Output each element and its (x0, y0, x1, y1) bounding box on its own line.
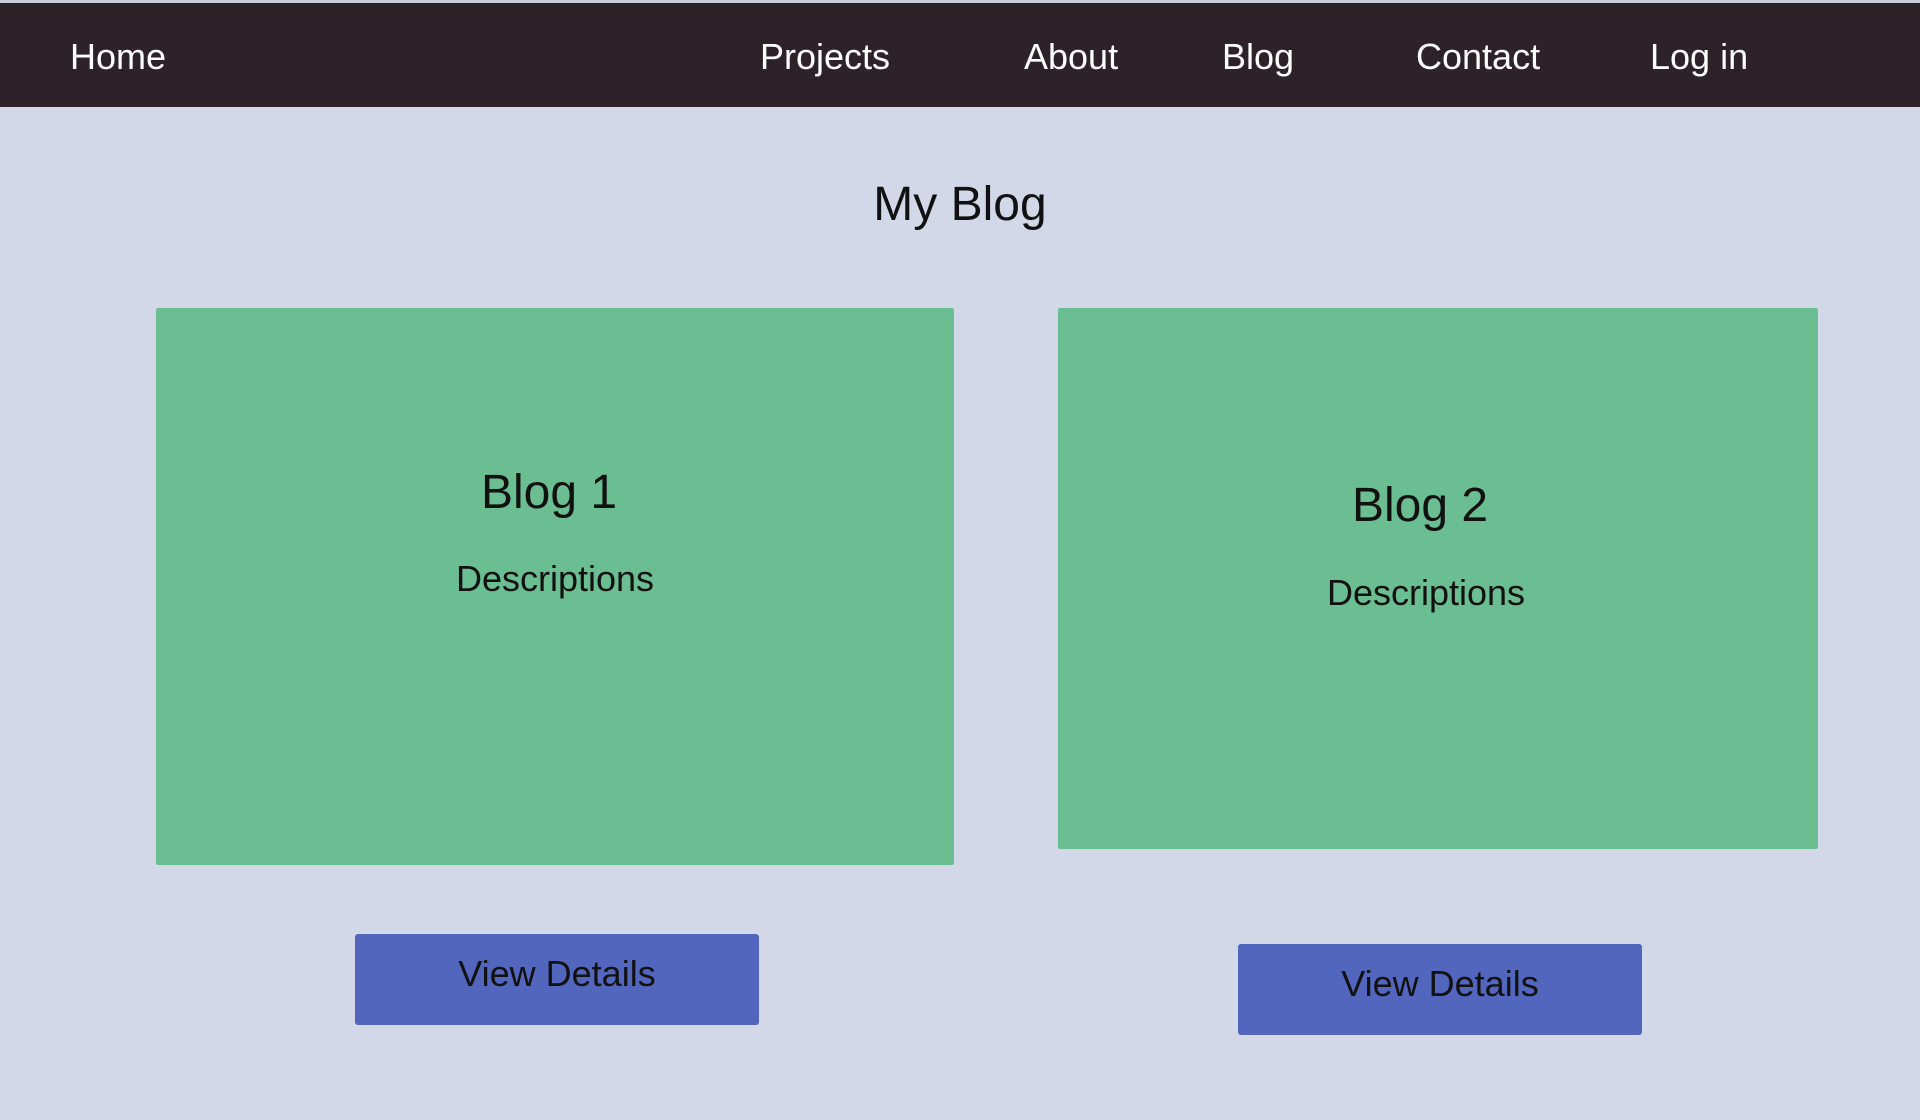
blog-card-title: Blog 1 (480, 466, 618, 519)
view-details-button-blog-1[interactable]: View Details (355, 934, 759, 1025)
nav-about-link[interactable]: About (1024, 36, 1119, 77)
nav-login-link[interactable]: Log in (1650, 36, 1749, 77)
nav-contact-link[interactable]: Contact (1416, 36, 1541, 77)
blog-card-2: Blog 2 Descriptions (1058, 308, 1818, 849)
blog-card-title: Blog 2 (1351, 479, 1489, 532)
nav-projects-link[interactable]: Projects (760, 36, 891, 77)
page-title: My Blog (873, 178, 1047, 231)
nav-home-link[interactable]: Home (70, 36, 167, 77)
nav-blog-link[interactable]: Blog (1222, 36, 1295, 77)
blog-card-description: Descriptions (455, 558, 655, 599)
view-details-button-blog-2[interactable]: View Details (1238, 944, 1642, 1035)
blog-card-1: Blog 1 Descriptions (156, 308, 954, 865)
blog-card-description: Descriptions (1326, 572, 1526, 613)
view-details-label: View Details (458, 952, 656, 994)
view-details-label: View Details (1341, 962, 1539, 1004)
top-navbar: Home Projects About Blog Contact Log in (0, 0, 1920, 107)
